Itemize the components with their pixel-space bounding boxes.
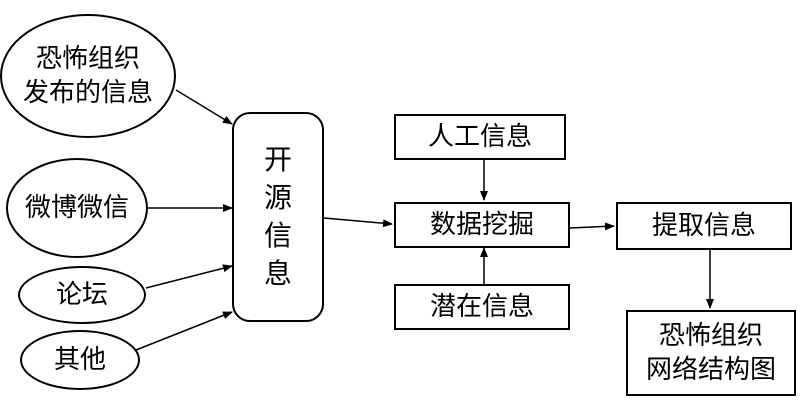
source-other-label: 其他 bbox=[53, 345, 106, 375]
source-forum-node: 论坛 bbox=[18, 266, 146, 324]
network-structure-label: 恐怖组织 网络结构图 bbox=[645, 321, 776, 385]
source-org-release-label: 恐怖组织 发布的信息 bbox=[22, 44, 153, 108]
arrow-org-to-open-source bbox=[175, 89, 233, 125]
latent-info-label: 潜在信息 bbox=[429, 292, 534, 322]
source-forum-label: 论坛 bbox=[55, 280, 108, 310]
extract-info-node: 提取信息 bbox=[616, 202, 792, 250]
source-org-release-node: 恐怖组织 发布的信息 bbox=[0, 14, 176, 138]
arrow-open-source-to-mining bbox=[323, 217, 393, 228]
extract-info-label: 提取信息 bbox=[651, 211, 756, 241]
latent-info-node: 潜在信息 bbox=[394, 284, 570, 330]
arrow-other-to-open-source bbox=[135, 311, 233, 351]
arrow-forum-to-open-source bbox=[145, 264, 233, 289]
source-weibo-weixin-label: 微博微信 bbox=[24, 193, 129, 223]
open-source-info-label: 开 源 信 息 bbox=[263, 143, 292, 290]
network-structure-node: 恐怖组织 网络结构图 bbox=[626, 310, 796, 396]
data-mining-label: 数据挖掘 bbox=[429, 210, 534, 240]
open-source-info-node: 开 源 信 息 bbox=[232, 112, 324, 322]
manual-info-label: 人工信息 bbox=[427, 122, 532, 152]
manual-info-node: 人工信息 bbox=[394, 114, 566, 160]
source-weibo-weixin-node: 微博微信 bbox=[6, 158, 148, 258]
data-mining-node: 数据挖掘 bbox=[394, 202, 570, 248]
arrow-mining-to-extract bbox=[569, 222, 615, 231]
source-other-node: 其他 bbox=[20, 330, 140, 390]
